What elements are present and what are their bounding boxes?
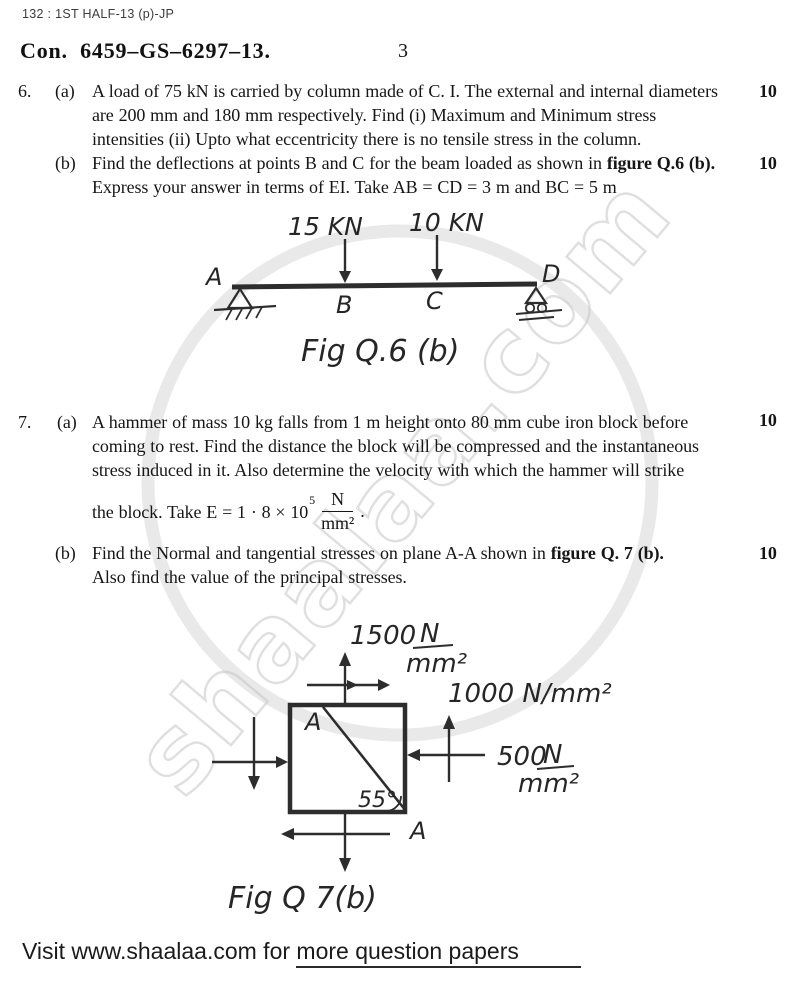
- fig7-plane-a-top-label: A: [303, 708, 321, 736]
- fig6-node-d-label: D: [542, 260, 560, 288]
- q7b-line1-plain: Find the Normal and tangential stresses …: [92, 543, 551, 563]
- q7a-formula-numerator: N: [322, 490, 354, 512]
- fig7-right-shear-arrowhead-icon: [443, 715, 455, 729]
- fig7-top-stress-value: 1500: [350, 621, 416, 651]
- fig6-node-c-label: C: [426, 287, 443, 315]
- fig7-right-stress-num: N: [543, 740, 562, 770]
- doc-code: 132 : 1ST HALF-13 (p)-JP: [22, 7, 175, 21]
- fig6-beam-line: [231, 281, 538, 290]
- question-7-number: 7.: [18, 412, 32, 432]
- fig7-right-stress-den: mm²: [518, 769, 579, 799]
- q6a-text-line3: intensities (ii) Upto what eccentricity …: [92, 129, 642, 149]
- q7b-text-line1: Find the Normal and tangential stresses …: [92, 543, 664, 564]
- fig7-top-stress-den: mm²: [406, 649, 467, 679]
- fig-q6b-beam-diagram: 15 KN 10 KN A B C D Fig Q.6 (: [204, 208, 563, 369]
- fig7-right-normal-arrowhead-icon: [407, 749, 420, 761]
- q6a-part-label: (a): [55, 81, 75, 101]
- fig7-top-normal-arrowhead-icon: [339, 652, 351, 666]
- q7b-part-label: (b): [55, 543, 76, 563]
- q6a-text-line2: are 200 mm and 180 mm respectively. Find…: [92, 105, 657, 125]
- q7a-formula: the block. Take E = 1 · 8 × 105 N mm² .: [92, 490, 365, 533]
- q7a-formula-fraction: N mm²: [321, 490, 354, 533]
- q7a-formula-lead-text: the block. Take E = 1 · 8 × 10: [92, 501, 309, 522]
- q7a-text-line1: A hammer of mass 10 kg falls from 1 m he…: [92, 412, 689, 432]
- fig6-pin-support-a-icon: [213, 286, 277, 321]
- fig7-right-stress-label: 500 N mm²: [497, 740, 579, 799]
- fig7-plane-a-bottom-label: A: [408, 817, 426, 845]
- fig6-load-arrowhead-b-icon: [339, 271, 351, 283]
- fig7-bottom-shear-arrowhead-icon: [281, 828, 294, 840]
- q6b-figure-reference: figure Q.6 (b).: [606, 153, 715, 173]
- fig7-top-shear-arrowhead-icon: [378, 679, 390, 691]
- fig6-caption: Fig Q.6 (b): [301, 334, 459, 369]
- q7a-text-line2: coming to rest. Find the distance the bl…: [92, 436, 699, 456]
- fig6-load-b-label: 15 KN: [288, 212, 363, 241]
- fig6-roller-support-d-icon: [515, 286, 563, 321]
- q6b-part-label: (b): [55, 153, 76, 173]
- fig7-left-normal-arrowhead-icon: [276, 756, 288, 768]
- fig7-left-shear-arrowhead-icon: [248, 776, 260, 790]
- q7a-formula-denominator: mm²: [321, 512, 355, 533]
- fig6-load-c-label: 10 KN: [409, 208, 484, 237]
- q6b-marks: 10: [759, 153, 777, 173]
- fig7-top-shear-mid-arrowhead-icon: [347, 680, 358, 690]
- fig7-bottom-normal-arrowhead-icon: [339, 858, 351, 872]
- q6b-text-line2: Express your answer in terms of EI. Take…: [92, 177, 617, 197]
- fig6-load-arrowhead-c-icon: [431, 269, 443, 281]
- fig7-angle-label: 55°: [358, 788, 397, 813]
- footer-text: Visit www.shaalaa.com for: [22, 938, 297, 964]
- footer: Visit www.shaalaa.com for more question …: [22, 938, 581, 968]
- fig7-top-stress-label: 1500 N mm²: [350, 619, 467, 679]
- fig7-caption: Fig Q 7(b): [228, 881, 377, 916]
- q6b-text-line1: Find the deflections at points B and C f…: [92, 153, 715, 174]
- q6a-marks: 10: [759, 81, 777, 101]
- q7a-text-line3: stress induced in it. Also determine the…: [92, 460, 685, 480]
- page-number: 3: [398, 40, 408, 62]
- q7a-formula-lead: the block. Take E = 1 · 8 × 105: [92, 493, 315, 523]
- fig7-stress-element-square: [287, 702, 408, 815]
- footer-more-papers-link[interactable]: more question papers: [296, 938, 581, 968]
- q7b-figure-reference: figure Q. 7 (b).: [550, 543, 664, 563]
- question-6-number: 6.: [18, 81, 32, 101]
- q6a-text-line1: A load of 75 kN is carried by column mad…: [92, 81, 718, 101]
- q7a-marks: 10: [759, 410, 777, 430]
- fig7-angle-arc-icon: [386, 795, 402, 812]
- exam-code: Con. 6459–GS–6297–13.: [20, 38, 271, 63]
- q7b-marks: 10: [759, 543, 777, 563]
- q7a-formula-exponent: 5: [309, 492, 316, 507]
- q7a-formula-tail: .: [360, 501, 365, 522]
- fig7-plane-aa-line: [321, 706, 408, 812]
- q6b-line1-plain: Find the deflections at points B and C f…: [92, 153, 607, 173]
- fig7-shear-stress-label: 1000 N/mm²: [448, 679, 612, 709]
- fig-q7b-stress-diagram: 1500 N mm² 1000 N/mm² 500 N mm² A A 55° …: [212, 619, 612, 916]
- q7b-text-line2: Also find the value of the principal str…: [92, 567, 407, 587]
- fig7-top-stress-fraction-bar: [412, 644, 454, 649]
- q7a-part-label: (a): [57, 412, 77, 432]
- fig6-node-b-label: B: [336, 291, 352, 319]
- fig7-top-stress-num: N: [420, 619, 439, 649]
- fig7-right-stress-value: 500: [497, 742, 547, 772]
- fig6-node-a-label: A: [204, 263, 222, 291]
- fig7-right-stress-fraction-bar: [536, 765, 575, 770]
